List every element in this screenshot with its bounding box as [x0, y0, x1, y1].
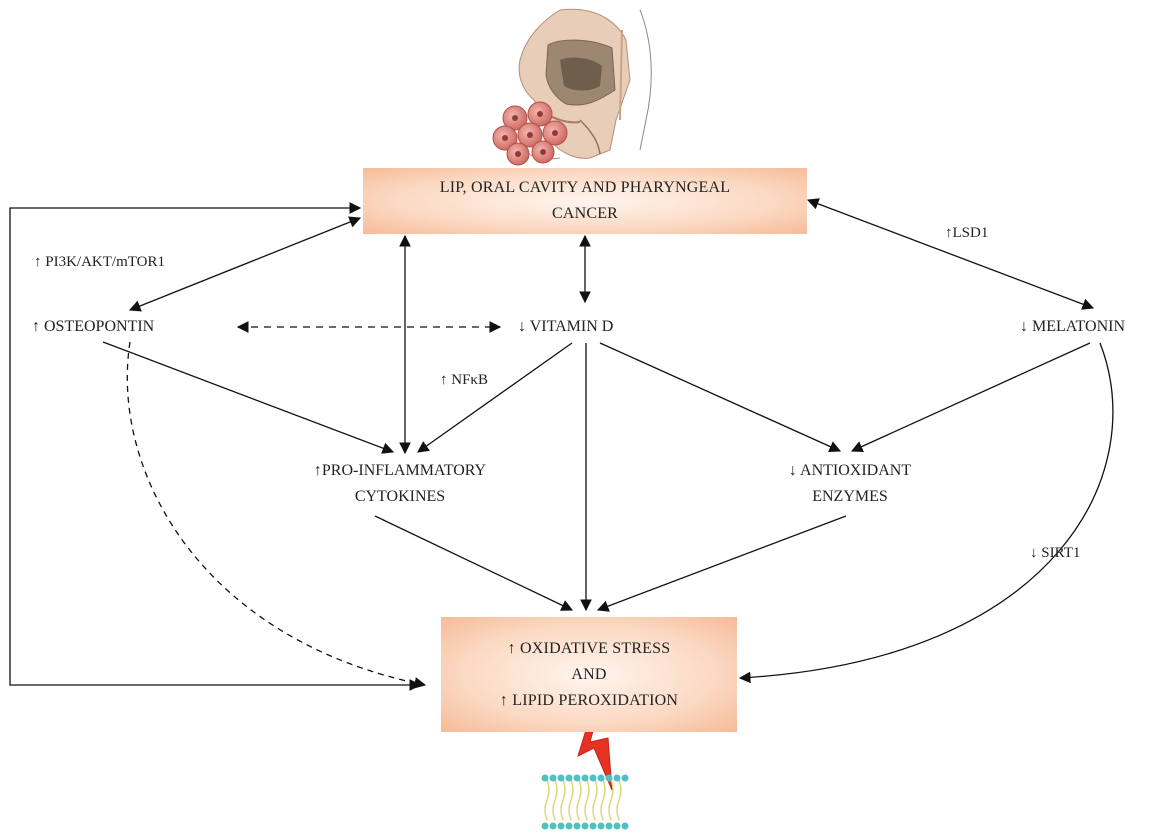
antioxidant-line-1: ↓ ANTIOXIDANT — [788, 462, 912, 479]
oxidative-node-line-3: ↑ LIPID PEROXIDATION — [499, 691, 679, 709]
antioxidant-node: ↓ ANTIOXIDANT ENZYMES — [740, 458, 960, 510]
cytokines-line-2: CYTOKINES — [354, 488, 446, 505]
edge-stress-to-cancer-loop — [9, 202, 422, 691]
cytokines-line-1: ↑PRO-INFLAMMATORY — [313, 462, 487, 479]
edge-melatonin-stress — [738, 342, 1114, 684]
edge-cytokines-stress — [374, 515, 574, 611]
edge-cancer-melatonin — [806, 198, 1095, 310]
edge-cancer-osteopontin — [128, 216, 362, 312]
melatonin-node: ↓ MELATONIN — [1020, 318, 1126, 335]
nfkb-edge-label: ↑ NFκB — [440, 372, 488, 388]
sirt1-edge-label: ↓ SIRT1 — [1030, 545, 1081, 561]
cancer-cells-icon — [492, 101, 568, 166]
edge-vitamind-antioxidant — [599, 342, 842, 453]
cancer-node: LIP, ORAL CAVITY AND PHARYNGEAL CANCER — [363, 168, 807, 234]
vitamin-d-node: ↓ VITAMIN D — [518, 318, 614, 335]
antioxidant-line-2: ENZYMES — [812, 488, 888, 505]
edge-antioxidant-stress — [596, 515, 847, 612]
edge-osteopontin-cytokines — [102, 341, 395, 454]
oxidative-stress-node: ↑ OXIDATIVE STRESS AND ↑ LIPID PEROXIDAT… — [441, 617, 737, 732]
edge-osteopontin-stress — [126, 341, 427, 689]
edge-vitamind-cytokines — [417, 342, 573, 453]
lsd1-edge-label: ↑LSD1 — [945, 225, 989, 241]
oxidative-node-line-1: ↑ OXIDATIVE STRESS — [507, 639, 671, 657]
cancer-node-line-1: LIP, ORAL CAVITY AND PHARYNGEAL — [439, 179, 731, 196]
oxidative-node-line-2: AND — [571, 665, 607, 683]
osteopontin-node: ↑ OSTEOPONTIN — [32, 318, 155, 335]
pi3k-edge-label: ↑ PI3K/AKT/mTOR1 — [34, 254, 165, 270]
cytokines-node: ↑PRO-INFLAMMATORY CYTOKINES — [270, 458, 530, 510]
cancer-node-line-2: CANCER — [551, 205, 619, 222]
edge-melatonin-antioxidant — [850, 342, 1091, 452]
cell-membrane-icon — [541, 774, 629, 830]
